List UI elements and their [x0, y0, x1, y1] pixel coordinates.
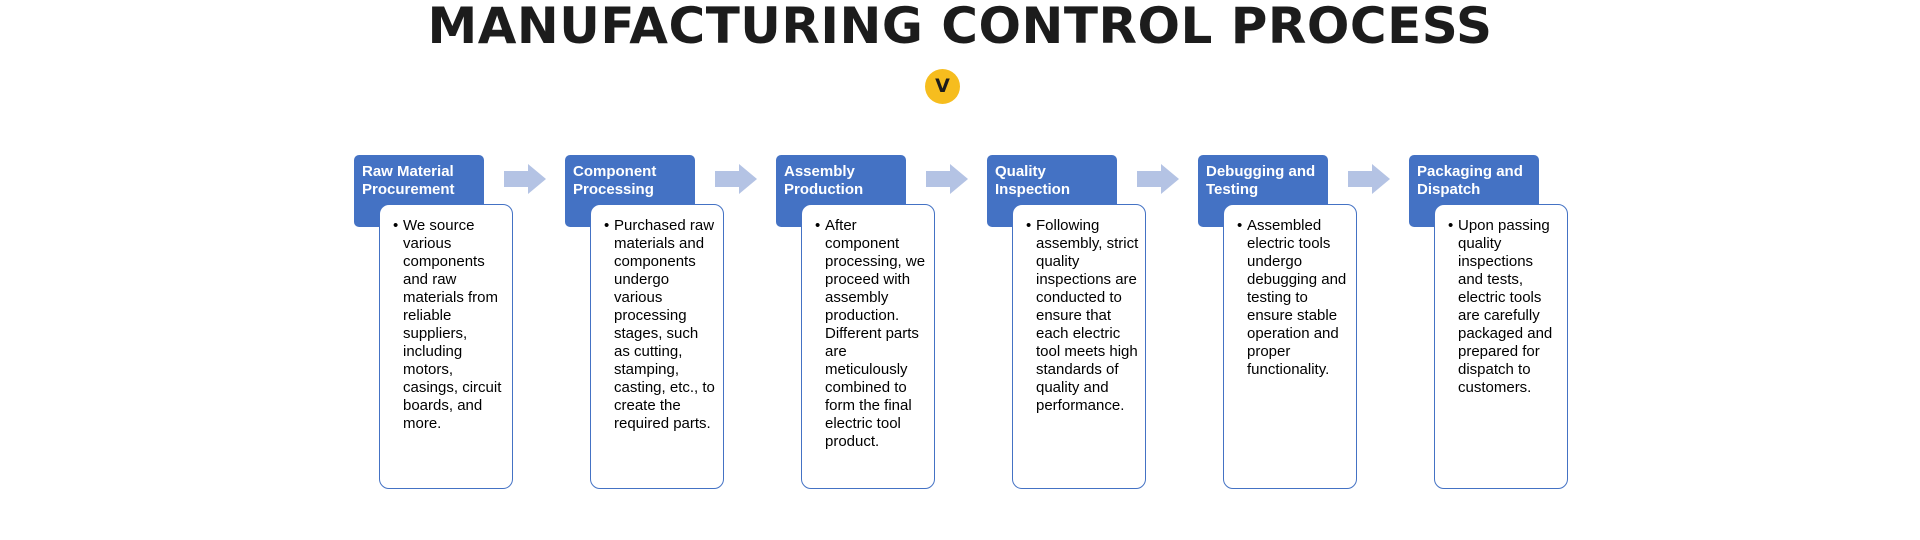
bullet-icon: •: [393, 217, 399, 234]
process-step-assembly-production: Assembly Production •After component pro…: [776, 155, 935, 489]
brand-logo-icon: V: [925, 69, 960, 104]
step-description-box: •After component processing, we proceed …: [801, 204, 935, 489]
step-description-list: •Upon passing quality inspections and te…: [1441, 217, 1561, 397]
step-description-list: •Purchased raw materials and components …: [597, 217, 717, 433]
step-description-item: •We source various components and raw ma…: [386, 217, 506, 433]
bullet-icon: •: [604, 217, 610, 234]
step-description-list: •Assembled electric tools undergo debugg…: [1230, 217, 1350, 379]
step-description-box: •Purchased raw materials and components …: [590, 204, 724, 489]
process-step-packaging-and-dispatch: Packaging and Dispatch •Upon passing qua…: [1409, 155, 1568, 489]
process-step-raw-material-procurement: Raw Material Procurement •We source vari…: [354, 155, 513, 489]
flow-arrow-icon: [715, 164, 757, 194]
logo-letter: V: [935, 75, 950, 97]
process-step-debugging-and-testing: Debugging and Testing •Assembled electri…: [1198, 155, 1357, 489]
flow-arrow-icon: [926, 164, 968, 194]
page-title: MANUFACTURING CONTROL PROCESS: [427, 0, 1493, 55]
step-description-item: •Purchased raw materials and components …: [597, 217, 717, 433]
bullet-icon: •: [1448, 217, 1454, 234]
step-description-list: •We source various components and raw ma…: [386, 217, 506, 433]
step-description-text: Assembled electric tools undergo debuggi…: [1247, 217, 1347, 378]
step-description-text: Following assembly, strict quality inspe…: [1036, 217, 1139, 414]
flow-arrow-icon: [1137, 164, 1179, 194]
step-description-box: •We source various components and raw ma…: [379, 204, 513, 489]
step-description-list: •After component processing, we proceed …: [808, 217, 928, 451]
bullet-icon: •: [815, 217, 821, 234]
step-description-box: •Upon passing quality inspections and te…: [1434, 204, 1568, 489]
step-description-item: •After component processing, we proceed …: [808, 217, 928, 451]
step-description-text: Upon passing quality inspections and tes…: [1458, 217, 1553, 396]
step-description-box: •Following assembly, strict quality insp…: [1012, 204, 1146, 489]
step-description-box: •Assembled electric tools undergo debugg…: [1223, 204, 1357, 489]
step-description-item: •Upon passing quality inspections and te…: [1441, 217, 1561, 397]
step-description-item: •Following assembly, strict quality insp…: [1019, 217, 1139, 415]
step-description-text: After component processing, we proceed w…: [825, 217, 926, 450]
bullet-icon: •: [1026, 217, 1032, 234]
process-step-component-processing: Component Processing •Purchased raw mate…: [565, 155, 724, 489]
step-description-text: Purchased raw materials and components u…: [614, 217, 715, 432]
step-description-item: •Assembled electric tools undergo debugg…: [1230, 217, 1350, 379]
flow-arrow-icon: [504, 164, 546, 194]
flow-arrow-icon: [1348, 164, 1390, 194]
bullet-icon: •: [1237, 217, 1243, 234]
process-step-quality-inspection: Quality Inspection •Following assembly, …: [987, 155, 1146, 489]
step-description-list: •Following assembly, strict quality insp…: [1019, 217, 1139, 415]
step-description-text: We source various components and raw mat…: [403, 217, 502, 432]
